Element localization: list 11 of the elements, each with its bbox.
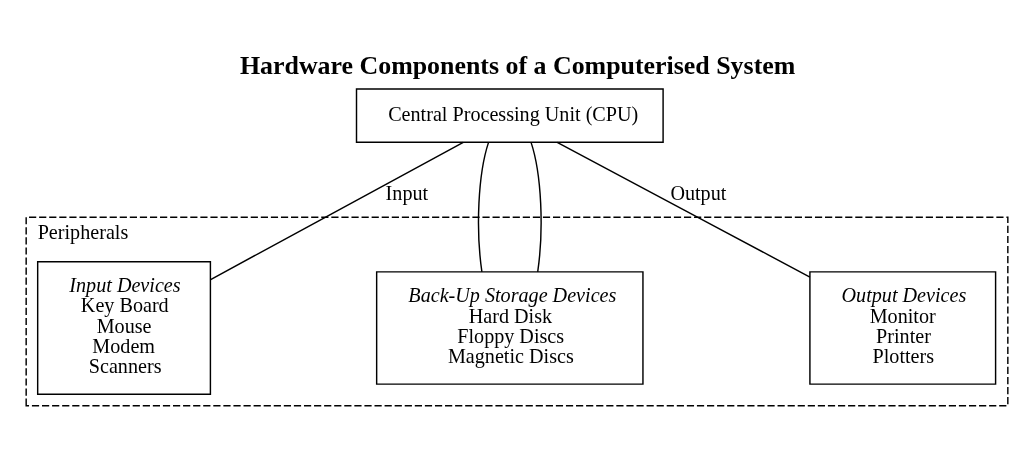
node-box: Central Processing Unit (CPU) [355,88,664,144]
node-box: Output Devices Monitor Printer Plotters [809,271,997,385]
connector [477,141,490,273]
edge-label: Input [385,182,429,205]
node-box: Input Devices Key Board Mouse Modem Scanners [36,261,212,395]
node-box: Back-Up Storage Devices Hard Disk Floppy Discs Magnetic Discs [375,271,644,385]
connector [209,141,464,281]
diagram-title: Hardware Components of a Computerised System [239,50,796,80]
edge-label: Output [670,182,727,205]
connector [556,141,811,278]
connector [530,141,542,273]
